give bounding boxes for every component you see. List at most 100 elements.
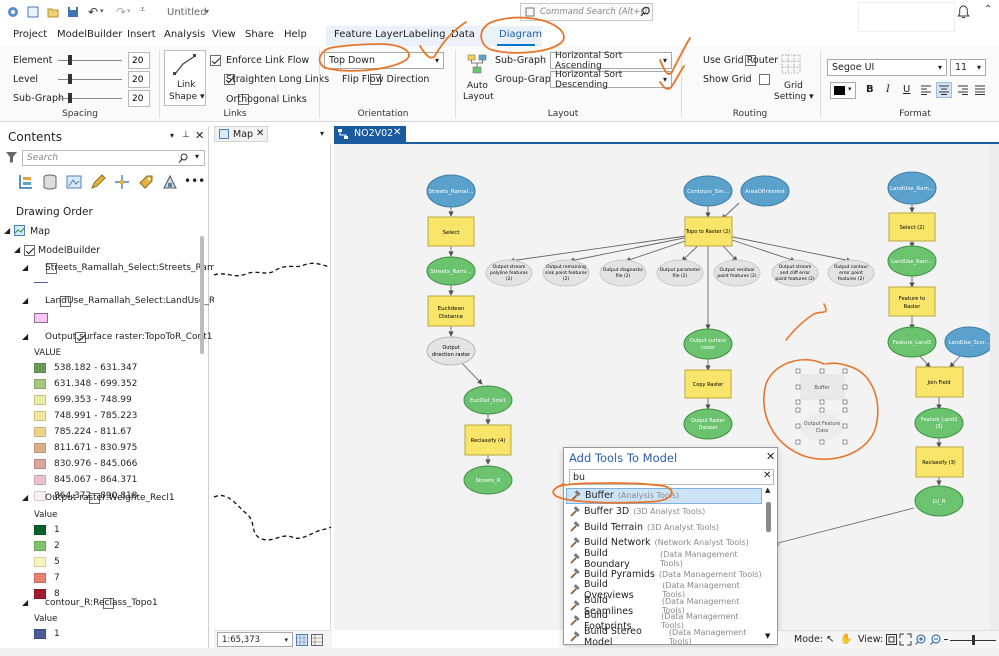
tab-insert[interactable]: Insert [127,29,156,40]
map-view[interactable] [213,143,332,629]
zoom-out-icon[interactable] [930,634,941,645]
map-scale-dropdown[interactable]: 1:65,373 ▾ [217,632,293,647]
tool-list-item[interactable]: Buffer(Analysis Tools) [566,488,762,504]
sign-in-area[interactable] [858,2,955,32]
tool-list-item[interactable]: Buffer 3D(3D Analyst Tools) [566,504,762,520]
model-node-output-stream-polyline[interactable]: Output stream polyline features (2) [485,259,533,287]
layer-label[interactable]: LandUse_Ramallah_Select:LandUse_R... [45,296,224,306]
tool-list-item[interactable]: Build Terrain(3D Analyst Tools) [566,519,762,535]
model-node-output-residual[interactable]: Output residual point features (2) [713,259,761,287]
enforce-link-flow-label[interactable]: Enforce Link Flow [226,55,310,66]
contents-scrollbar[interactable] [200,236,204,354]
underline-icon[interactable]: U [903,84,911,95]
model-vertical-scrollbar[interactable] [990,144,999,630]
modelbuilder-layer-label[interactable]: ModelBuilder [38,245,101,256]
font-color-picker[interactable]: ▾ [830,82,856,99]
link-shape-button[interactable]: Link Shape ▾ [164,50,206,106]
align-center-button[interactable] [936,82,952,98]
model-node-eucdist[interactable]: EucDist_Stre1 [463,385,513,415]
layer-label[interactable]: contour_R:Reclass_Topo1 [45,598,158,608]
customize-qat-icon[interactable]: ⩡ [140,5,146,15]
model-node-output-raster-dataset[interactable]: Output Raster Dataset [683,408,733,440]
model-node-reclassify-3[interactable]: Reclassify (3) [915,446,964,478]
tab-view[interactable]: View [212,29,236,40]
model-node-feature-land2[interactable]: Feature_Land2 (3) [914,407,964,439]
tab-labeling[interactable]: Labeling [403,29,446,40]
spacing-subgraph-input[interactable] [128,90,150,107]
italic-icon[interactable]: I [886,84,890,95]
tool-list-item[interactable]: Build Stereo Model(Data Management Tools… [566,626,762,648]
spacing-element-slider[interactable] [58,55,122,65]
tool-list-item[interactable]: Build Boundary(Data Management Tools) [566,548,762,570]
add-tools-scrollbar[interactable]: ▲ ▼ [764,486,773,644]
list-by-editing-icon[interactable] [90,174,106,190]
pane-options-icon[interactable]: ▾ [170,131,175,140]
layer-label[interactable]: Output surface raster:TopoToR_Cont1 [45,332,213,342]
list-by-selection-icon[interactable] [66,174,82,190]
model-node-join-field[interactable]: Join Field [915,366,964,398]
use-grid-router-checkbox[interactable] [744,55,756,66]
layer-visibility-checkbox[interactable] [60,296,72,307]
save-icon[interactable] [67,6,79,18]
tab-diagram[interactable]: Diagram [499,29,542,40]
scroll-thumb[interactable] [766,502,771,532]
layer-visibility-checkbox[interactable] [74,332,86,343]
open-project-icon[interactable] [47,6,59,18]
model-node-output-direction-raster[interactable]: Output direction raster [426,336,476,366]
model-node-copy-raster[interactable]: Copy Raster [684,369,732,399]
flip-flow-direction-checkbox[interactable] [369,74,381,85]
use-grid-router-label[interactable]: Use Grid Router [703,55,779,66]
model-node-landuse-ram[interactable]: LandUse_Ram... [887,171,937,205]
model-node-streets-ramal[interactable]: Streets_Ramal... [426,174,476,208]
orthogonal-links-checkbox[interactable] [238,94,250,105]
bold-icon[interactable]: B [866,84,874,95]
chevron-down-icon[interactable]: ▾ [195,152,200,161]
close-icon[interactable]: ✕ [195,129,205,142]
model-node-feature-to-raster[interactable]: Feature to Raster [888,286,936,317]
model-node-feature-land3[interactable]: Feature_Land3 [887,326,937,358]
tool-list-item[interactable]: Build Footprints(Data Management Tools) [566,610,762,632]
enforce-link-flow-checkbox[interactable] [210,55,221,66]
tab-data[interactable]: Data [451,29,475,40]
expand-icon[interactable]: ◢ [22,332,29,341]
zoom-slider[interactable] [944,635,996,645]
clear-search-icon[interactable]: ✕ [763,470,772,481]
command-search[interactable]: Command Search (Alt+Q) [520,3,653,21]
model-node-output-remaining-sink[interactable]: Output remaining sink point features (2) [542,259,590,287]
straighten-long-links-checkbox[interactable] [224,74,236,85]
undo-icon[interactable]: ↶ [87,5,99,19]
model-node-select-2[interactable]: Select (2) [888,212,936,242]
close-icon[interactable]: ✕ [393,127,402,138]
title-dropdown-icon[interactable]: ▾ [205,7,210,16]
show-grid-checkbox[interactable] [758,74,770,85]
redo-dropdown-icon[interactable]: ▾ [127,7,131,15]
expand-icon[interactable]: ◢ [4,226,11,235]
justify-icon[interactable] [975,85,985,95]
font-size-dropdown[interactable]: 11 ▾ [950,59,986,76]
model-node-streets-rami[interactable]: Streets_Rami... [426,256,476,286]
close-icon[interactable]: ✕ [256,128,265,139]
model-node-lu-r[interactable]: LU_R [914,485,964,517]
model-node-topo-to-raster[interactable]: Topo to Raster (2) [684,216,733,247]
orthogonal-links-label[interactable]: Orthogonal Links [226,94,307,105]
zoom-in-icon[interactable] [915,634,926,645]
spacing-level-slider[interactable] [58,74,122,84]
layout-subgraph-dropdown[interactable]: Horizontal Sort Ascending ▾ [550,51,672,71]
layer-visibility-checkbox[interactable] [88,493,100,504]
redo-icon[interactable]: ↷ [115,5,127,19]
grid-setting-label-1[interactable]: Grid [784,81,803,91]
model-node-buffer[interactable]: Buffer [795,368,848,405]
map-tab[interactable]: Map ✕ [214,126,268,142]
tool-list-item[interactable]: Build Overviews(Data Management Tools) [566,579,762,601]
auto-layout-icon[interactable] [466,53,488,75]
tool-list-item[interactable]: Build Pyramids(Data Management Tools) [566,566,762,582]
orientation-dropdown[interactable]: Top Down ▾ [324,52,444,69]
auto-layout-label-1[interactable]: Auto [467,81,488,91]
expand-icon[interactable]: ◢ [22,296,29,305]
scroll-up-icon[interactable]: ▲ [765,486,771,494]
tab-project[interactable]: Project [13,29,48,40]
search-icon[interactable] [640,6,651,17]
full-extent-icon[interactable] [899,633,912,646]
auto-layout-label-2[interactable]: Layout [463,92,494,102]
flip-flow-direction-label[interactable]: Flip Flow Direction [342,74,430,85]
